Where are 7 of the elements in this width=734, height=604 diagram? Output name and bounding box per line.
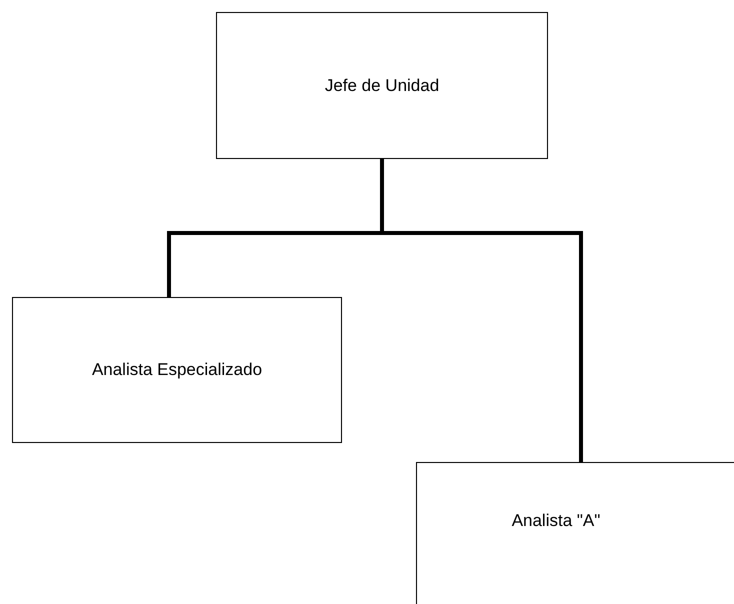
connector-line xyxy=(380,159,583,462)
org-box xyxy=(416,462,734,604)
org-box xyxy=(216,12,548,159)
role-title: Analista "A" xyxy=(512,510,600,532)
org-box xyxy=(12,297,342,443)
role-title: Jefe de Unidad xyxy=(324,74,440,97)
role-title: Analista Especializado xyxy=(92,359,262,382)
